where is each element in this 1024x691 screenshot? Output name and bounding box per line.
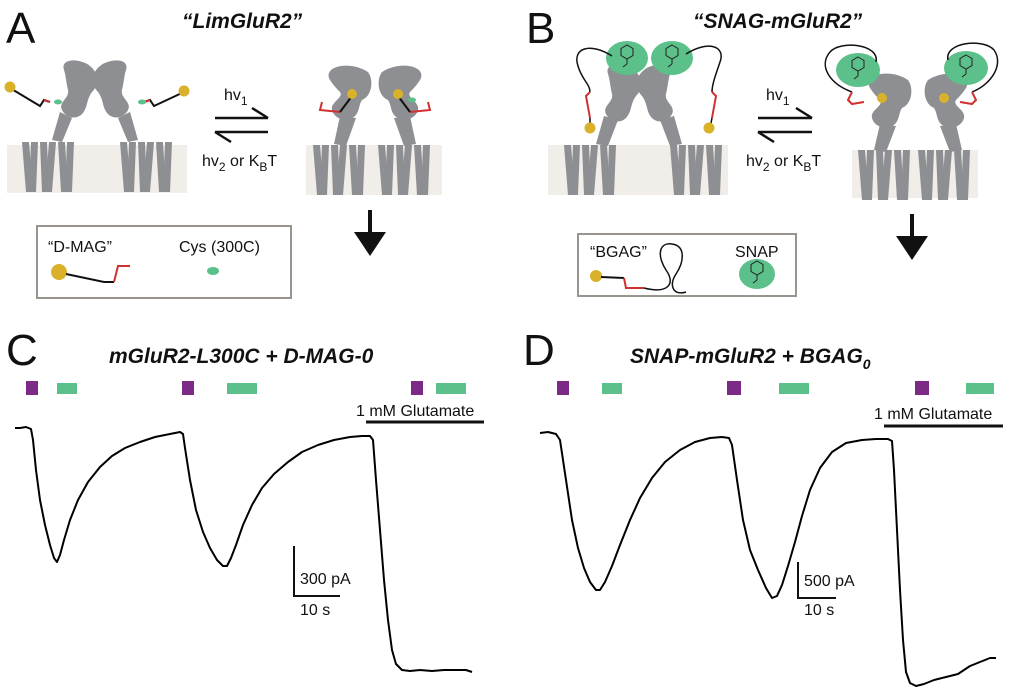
- dmag-tether-left: [9, 87, 51, 108]
- bgag-linker-left: [576, 47, 613, 93]
- scale-y-label: 500 pA: [804, 573, 855, 590]
- green-light-pulse: [602, 383, 622, 394]
- dmag-tether-left: [318, 101, 341, 113]
- dmag-tether-right: [143, 91, 185, 108]
- legend-box-b: “BGAG” SNAP: [577, 233, 797, 297]
- double-harpoon-arrow-icon: [214, 106, 269, 144]
- dmag-tether-right: [409, 101, 432, 113]
- down-arrow-icon: [896, 214, 928, 260]
- stalk-left: [52, 112, 72, 142]
- legend-cys-icon: [207, 267, 219, 275]
- green-light-pulse: [779, 383, 809, 394]
- panel-d: D SNAP-mGluR2 + BGAG0 1 mM Glutamate 500…: [523, 326, 1003, 687]
- dmag-ligand-right: [393, 89, 403, 99]
- scale-x-label: 10 s: [804, 602, 834, 619]
- stalk-left: [334, 116, 356, 146]
- panel-a-letter: A: [6, 4, 36, 53]
- panel-b: B “SNAG-mGluR2”: [526, 4, 999, 297]
- cys-left: [54, 99, 62, 105]
- stalk-right: [660, 116, 682, 146]
- panel-c-letter: C: [6, 326, 38, 375]
- legend-snap-icon: [739, 259, 775, 289]
- panel-d-title: SNAP-mGluR2 + BGAG0: [630, 345, 871, 372]
- scale-bar: 300 pA 10 s: [293, 546, 351, 619]
- bgag-ligand-left: [584, 122, 596, 134]
- bgag-ligand-right: [939, 93, 949, 103]
- panel-c-title: mGluR2-L300C + D-MAG-0: [109, 345, 374, 368]
- panel-d-letter: D: [523, 326, 555, 375]
- legend-box-a: “D-MAG” Cys (300C): [36, 225, 292, 299]
- lbd-right: [92, 60, 129, 118]
- panel-b-letter: B: [526, 4, 555, 53]
- reverse-condition: hv2 or KBT: [202, 153, 277, 174]
- legend-ligand-icon: [590, 270, 602, 282]
- scale-x-label: 10 s: [300, 602, 330, 619]
- green-light-pulse: [966, 383, 994, 394]
- stalk-right: [118, 112, 138, 142]
- snag-closed-state: [824, 42, 999, 200]
- cys: [408, 97, 416, 103]
- purple-light-pulse: [182, 381, 194, 395]
- legend-bgag-label: “BGAG”: [590, 244, 647, 261]
- scale-y-label: 300 pA: [300, 571, 351, 588]
- lbd-left: [61, 60, 98, 118]
- lbd-left: [605, 64, 642, 122]
- current-trace: [15, 426, 473, 673]
- snap-tag-left: [836, 53, 880, 87]
- legend-ligand-icon: [51, 264, 67, 280]
- panel-a-title: “LimGluR2”: [182, 10, 303, 33]
- snag-open-state: [548, 41, 728, 195]
- bgag-ligand-right: [703, 122, 715, 134]
- green-light-pulse: [436, 383, 466, 394]
- panel-c: C mGluR2-L300C + D-MAG-0 1 mM Glutamate …: [6, 326, 484, 673]
- lbd-left: [868, 73, 912, 128]
- bgag-linker-right: [947, 42, 999, 93]
- green-light-pulse: [57, 383, 77, 394]
- stalk-left: [874, 124, 896, 152]
- panel-a: A “LimGluR2”: [4, 4, 442, 299]
- dmag-ligand-right: [178, 85, 190, 97]
- purple-light-pulse: [26, 381, 38, 395]
- panel-b-title: “SNAG-mGluR2”: [693, 10, 863, 33]
- purple-light-pulse: [557, 381, 569, 395]
- dmag-ligand-left: [4, 81, 16, 93]
- limglur2-closed-state: [306, 65, 442, 195]
- legend-dmag-label: “D-MAG”: [48, 239, 112, 256]
- legend-snap-label: SNAP: [735, 244, 779, 261]
- snap-tag-right: [944, 51, 988, 85]
- forward-condition: hv1: [766, 87, 790, 108]
- stalk-left: [596, 116, 618, 146]
- bgag-ligand-left: [877, 93, 887, 103]
- snap-tag-left: [606, 41, 648, 75]
- bgag-linker-right: [685, 45, 722, 93]
- bgag-linker-left: [824, 44, 877, 93]
- legend-linker-icon: [643, 243, 687, 294]
- current-trace: [539, 431, 996, 687]
- lbd-right: [636, 64, 673, 122]
- down-arrow-icon: [354, 210, 386, 256]
- purple-light-pulse: [727, 381, 741, 395]
- stalk-right: [394, 116, 416, 146]
- green-light-pulse: [227, 383, 257, 394]
- purple-light-pulse: [411, 381, 423, 395]
- scale-bar: 500 pA 10 s: [797, 562, 855, 619]
- double-harpoon-arrow-icon: [757, 106, 813, 144]
- glutamate-label: 1 mM Glutamate: [356, 403, 474, 420]
- limglur2-open-state: [4, 60, 190, 193]
- cys-right: [138, 99, 146, 105]
- dmag-ligand-left: [347, 89, 357, 99]
- reverse-condition: hv2 or KBT: [746, 153, 821, 174]
- forward-condition: hv1: [224, 87, 248, 108]
- legend-cys-label: Cys (300C): [179, 239, 260, 256]
- stalk-right: [940, 124, 962, 152]
- purple-light-pulse: [915, 381, 929, 395]
- glutamate-label: 1 mM Glutamate: [874, 406, 992, 423]
- snap-tag-right: [651, 41, 693, 75]
